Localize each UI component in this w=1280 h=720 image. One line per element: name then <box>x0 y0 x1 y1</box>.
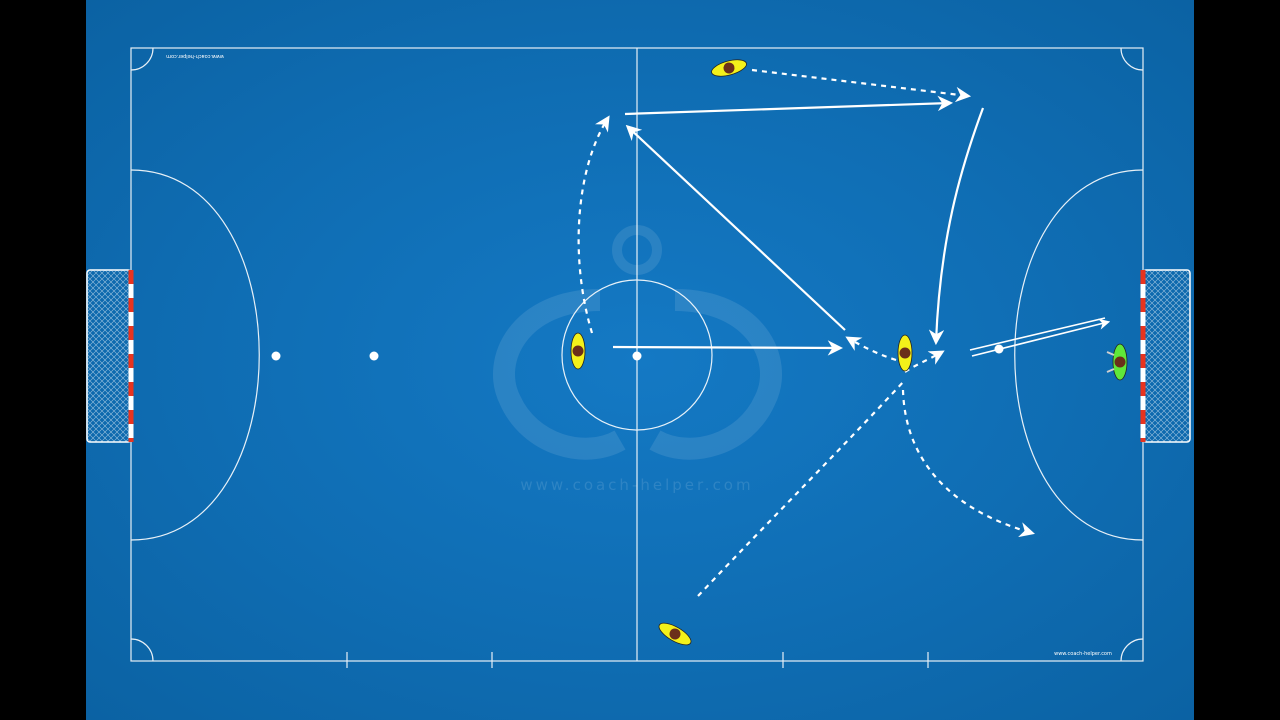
pass-arrow <box>624 95 954 116</box>
player-b <box>570 332 586 370</box>
left-goal <box>86 269 134 443</box>
center-circle <box>561 279 713 431</box>
run-arrows <box>577 68 1035 597</box>
pass-arrow <box>625 124 846 331</box>
left-penalty-spot <box>271 351 281 361</box>
watermark-url: www.coach-helper.com <box>520 476 753 494</box>
run-arrow <box>845 336 897 362</box>
player-c <box>897 334 913 372</box>
run-arrow <box>751 68 972 103</box>
right-penalty-area <box>1014 169 1144 541</box>
player-a <box>711 59 747 77</box>
right-goal <box>1140 269 1191 443</box>
left-second-penalty-spot <box>369 351 379 361</box>
goalkeeper <box>1106 343 1128 381</box>
corner-arc-bottom-left <box>130 638 154 662</box>
run-arrow <box>901 389 1035 538</box>
watermark-logo <box>493 225 782 460</box>
shot-arrow <box>969 317 1111 357</box>
run-arrow <box>697 379 906 597</box>
pass-arrow <box>928 107 985 346</box>
corner-arc-top-right <box>1120 47 1144 71</box>
left-penalty-area <box>130 169 260 541</box>
corner-url-mirrored: www.coach-helper.com <box>166 53 224 59</box>
corner-arc-top-left <box>130 47 154 71</box>
pass-arrows <box>612 95 985 356</box>
pass-arrow <box>612 340 844 356</box>
player-d <box>658 622 692 646</box>
corner-arc-bottom-right <box>1120 638 1144 662</box>
futsal-court-background <box>86 0 1194 720</box>
center-spot <box>632 351 642 361</box>
corner-url: www.coach-helper.com <box>1054 651 1112 657</box>
